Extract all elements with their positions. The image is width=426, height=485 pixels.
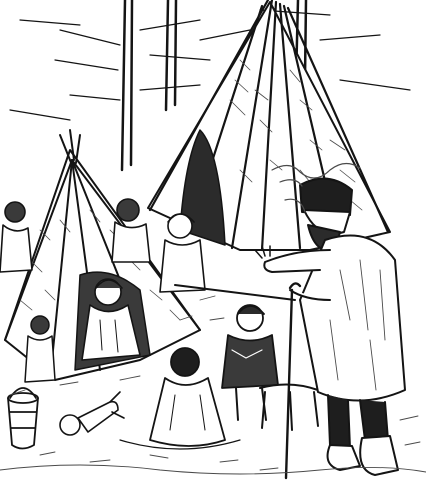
- long-pointer-stick: [174, 284, 296, 301]
- child-seated-foreground: [119, 347, 241, 450]
- ground-texture: [0, 295, 426, 475]
- wooden-bucket: [7, 387, 39, 450]
- elder-boot-right: [359, 435, 399, 476]
- elder-raised-arm: [263, 249, 331, 273]
- elder-hand-gesture: [254, 245, 271, 259]
- elder-boot-left: [326, 444, 361, 471]
- child-with-hood: [159, 213, 206, 293]
- smoke-wisps: [271, 162, 361, 213]
- tree-trunks: [9, 0, 411, 172]
- child-small-left: [24, 315, 56, 383]
- child-near-tent: [111, 198, 151, 263]
- children-group-left: [0, 198, 206, 293]
- toddler-lying: [59, 391, 125, 436]
- elder-leg-left: [327, 394, 351, 449]
- child-in-tent-doorway: [81, 278, 141, 361]
- child-far-left: [0, 201, 33, 273]
- walking-staff: [284, 282, 302, 480]
- child-on-stool: [221, 304, 279, 421]
- tent-doorway: [179, 129, 226, 246]
- elder-with-staff: [254, 177, 406, 476]
- elder-leg-right: [359, 399, 389, 441]
- elder-hat: [299, 177, 353, 216]
